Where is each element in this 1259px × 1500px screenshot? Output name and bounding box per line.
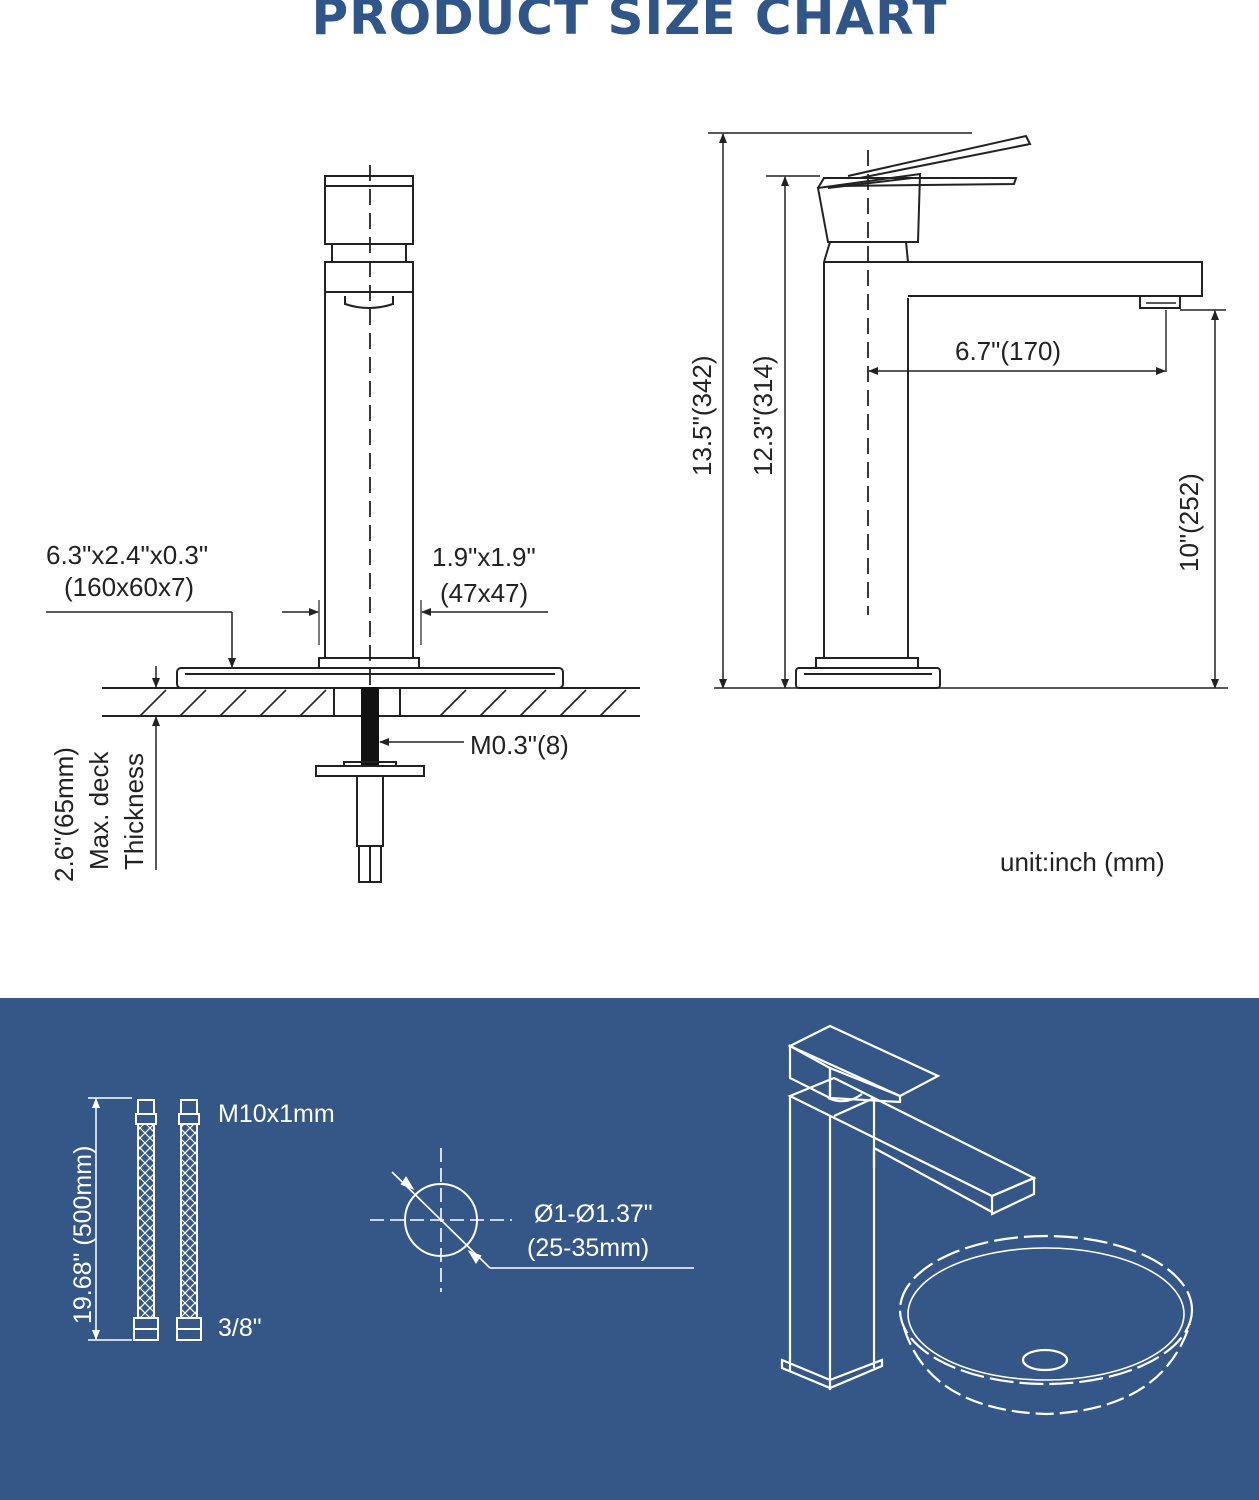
accessories-drawings: 19.68" (500mm) M10x1mm 3/8" Ø1-Ø1.37" (2… [69, 1024, 1194, 1416]
page-title: PRODUCT SIZE CHART [311, 0, 948, 46]
deck-thickness-caption-1: Max. deck [84, 751, 114, 870]
body-height-label: 12.3"(314) [748, 355, 778, 476]
hole-diameter-mm-label: (25-35mm) [527, 1234, 649, 1262]
hose-bottom-thread-label: 3/8" [218, 1314, 262, 1342]
side-view-labels: 13.5"(342) 12.3"(314) 6.7"(170) 10"(252)… [687, 336, 1204, 877]
body-size-label: 1.9"x1.9" [432, 542, 536, 572]
deck-thickness-caption-2: Thickness [119, 753, 149, 870]
hole-diameter-label: Ø1-Ø1.37" [534, 1200, 653, 1228]
deck-thickness-label: 2.6"(65mm) [49, 747, 79, 882]
mounting-hole-drawing [370, 1148, 694, 1292]
mounting-hole-labels: Ø1-Ø1.37" (25-35mm) [527, 1200, 653, 1262]
faucet-sink-illustration [780, 1024, 1194, 1416]
supply-hoses-labels: 19.68" (500mm) M10x1mm 3/8" [69, 1100, 335, 1342]
supply-hoses-drawing [88, 1097, 202, 1341]
front-view-drawing [46, 165, 640, 883]
plate-size-mm-label: (160x60x7) [64, 572, 194, 602]
accessories-panel: 19.68" (500mm) M10x1mm 3/8" Ø1-Ø1.37" (2… [0, 998, 1259, 1500]
front-view-labels: 6.3"x2.4"x0.3" (160x60x7) 1.9"x1.9" (47x… [46, 540, 569, 882]
dimension-drawings: 6.3"x2.4"x0.3" (160x60x7) 1.9"x1.9" (47x… [46, 132, 1228, 883]
plate-size-label: 6.3"x2.4"x0.3" [46, 540, 208, 570]
hose-top-thread-label: M10x1mm [218, 1100, 335, 1128]
hose-length-label: 19.68" (500mm) [69, 1146, 97, 1324]
side-view-drawing [708, 132, 1228, 689]
spout-reach-label: 6.7"(170) [955, 336, 1061, 366]
unit-note: unit:inch (mm) [1000, 847, 1165, 877]
thread-size-label: M0.3"(8) [470, 730, 569, 760]
spout-height-label: 10"(252) [1174, 473, 1204, 572]
body-size-mm-label: (47x47) [440, 578, 528, 608]
total-height-label: 13.5"(342) [687, 355, 717, 476]
